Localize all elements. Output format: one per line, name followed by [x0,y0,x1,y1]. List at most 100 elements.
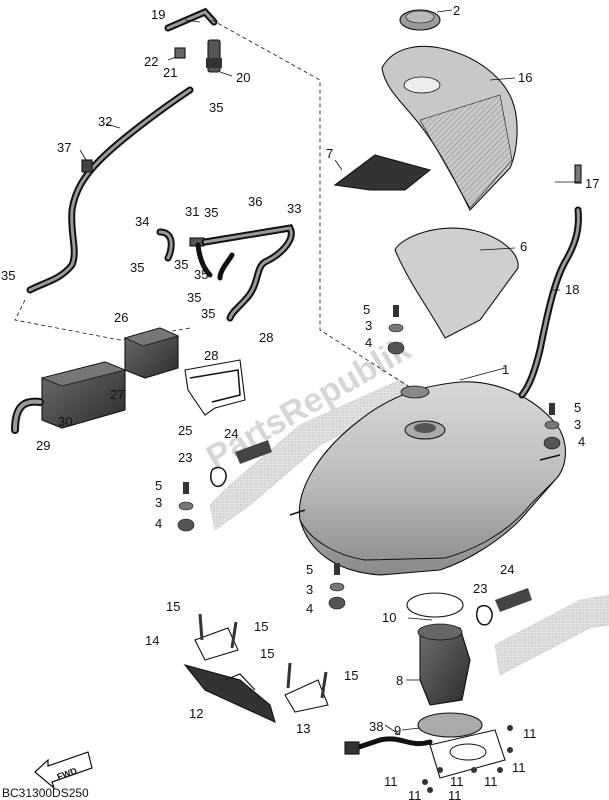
callout-35g: 35 [187,290,201,305]
callout-32: 32 [98,114,112,129]
hose-33-inner [203,226,293,320]
callout-37: 37 [57,140,71,155]
canister-26-top [123,327,180,347]
bolt-5b [549,403,555,415]
callout-18: 18 [565,282,579,297]
callout-labels: 1 2 3 3 3 3 4 4 4 4 5 5 5 5 6 7 8 9 10 1… [1,3,599,800]
screw-11b [497,767,503,773]
bolt-15d [320,671,328,699]
screw-11d [437,767,443,773]
breather-hose-assembly [14,7,431,401]
fwd-arrow: FWD [34,751,93,790]
callout-6: 6 [520,239,527,254]
flange-plate-hole [449,743,487,761]
callout-4d: 4 [306,601,313,616]
diagram-code: BC31300DS250 [2,786,89,800]
callout-15b: 15 [254,619,268,634]
bolt-5d [334,563,340,575]
callout-3c: 3 [155,495,162,510]
callout-19: 19 [151,7,165,22]
callout-4c: 4 [155,516,162,531]
callout-3b: 3 [574,417,581,432]
washer-3b [544,420,560,430]
hardware [177,305,561,793]
callout-15a: 15 [166,599,180,614]
callout-22: 22 [144,54,158,69]
bracket-14 [194,627,239,661]
fuel-pump-8-top [417,623,463,641]
callout-33: 33 [287,201,301,216]
callout-30: 30 [58,414,72,429]
fuel-tank-1 [289,381,566,576]
callout-14: 14 [145,633,159,648]
harness-38 [347,736,433,753]
bracket-12-assembly [183,627,329,724]
callout-23b: 23 [473,581,487,596]
ring-9 [417,712,483,738]
callout-24a: 24 [224,426,238,441]
callout-35f: 35 [204,205,218,220]
flange-plate [429,729,506,779]
clip-21 [174,47,186,59]
callout-10: 10 [382,610,396,625]
callout-35c: 35 [130,260,144,275]
callout-11a: 11 [523,726,537,741]
damper-4c [177,518,195,532]
bolt-15a [198,613,204,641]
callout-3a: 3 [365,318,372,333]
vent-hoses [156,224,295,322]
callout-29: 29 [36,438,50,453]
bolt-15c [286,662,292,689]
tank-cover-16-opening [403,76,441,94]
callout-26: 26 [114,310,128,325]
callout-9: 9 [394,723,401,738]
callout-4a: 4 [365,335,372,350]
washer-3c [178,501,194,511]
tank-cover-assembly [333,9,519,339]
damper-4b [543,436,561,450]
callout-15c: 15 [260,646,274,661]
damper-4d [328,596,346,610]
callout-2: 2 [453,3,460,18]
callout-3d: 3 [306,582,313,597]
callout-35e: 35 [194,267,208,282]
hose-18-inner [520,208,580,397]
callout-5a: 5 [363,302,370,317]
callout-16: 16 [518,70,532,85]
hose-34-inner [158,230,173,260]
routing-line-b [211,19,431,401]
fuel-tank-side-panel [299,479,556,561]
damper-4a [387,341,405,355]
clamp-23a [210,466,227,487]
clamp-23b [476,604,493,626]
washer-3d [329,582,345,592]
screw-11f [507,747,513,753]
connector-38 [344,741,360,755]
clip-17 [574,164,582,184]
callout-11e: 11 [384,774,398,789]
bolt-5c [183,482,189,494]
fitting-20-cap [206,58,222,68]
callout-11b: 11 [512,760,526,775]
cover-7 [333,154,432,191]
callout-7: 7 [326,146,333,161]
callout-28a: 28 [204,348,218,363]
bracket-12-detail [224,673,256,691]
callout-35b: 35 [1,268,15,283]
washer-3a [388,323,404,333]
callout-12: 12 [189,706,203,721]
callout-31: 31 [185,204,199,219]
bracket-13 [284,679,329,713]
screw-11c [471,767,477,773]
callout-20: 20 [236,70,250,85]
frame-rail-right [494,594,609,676]
pad-6 [394,227,519,339]
pad-24b [495,588,532,612]
callout-11f: 11 [408,788,422,800]
callout-1: 1 [502,362,509,377]
bracket-25 [184,359,246,416]
callout-15d: 15 [344,668,358,683]
hose-19-inner [166,10,216,30]
fuel-tank-flange [289,454,561,516]
callout-11c: 11 [484,774,498,789]
